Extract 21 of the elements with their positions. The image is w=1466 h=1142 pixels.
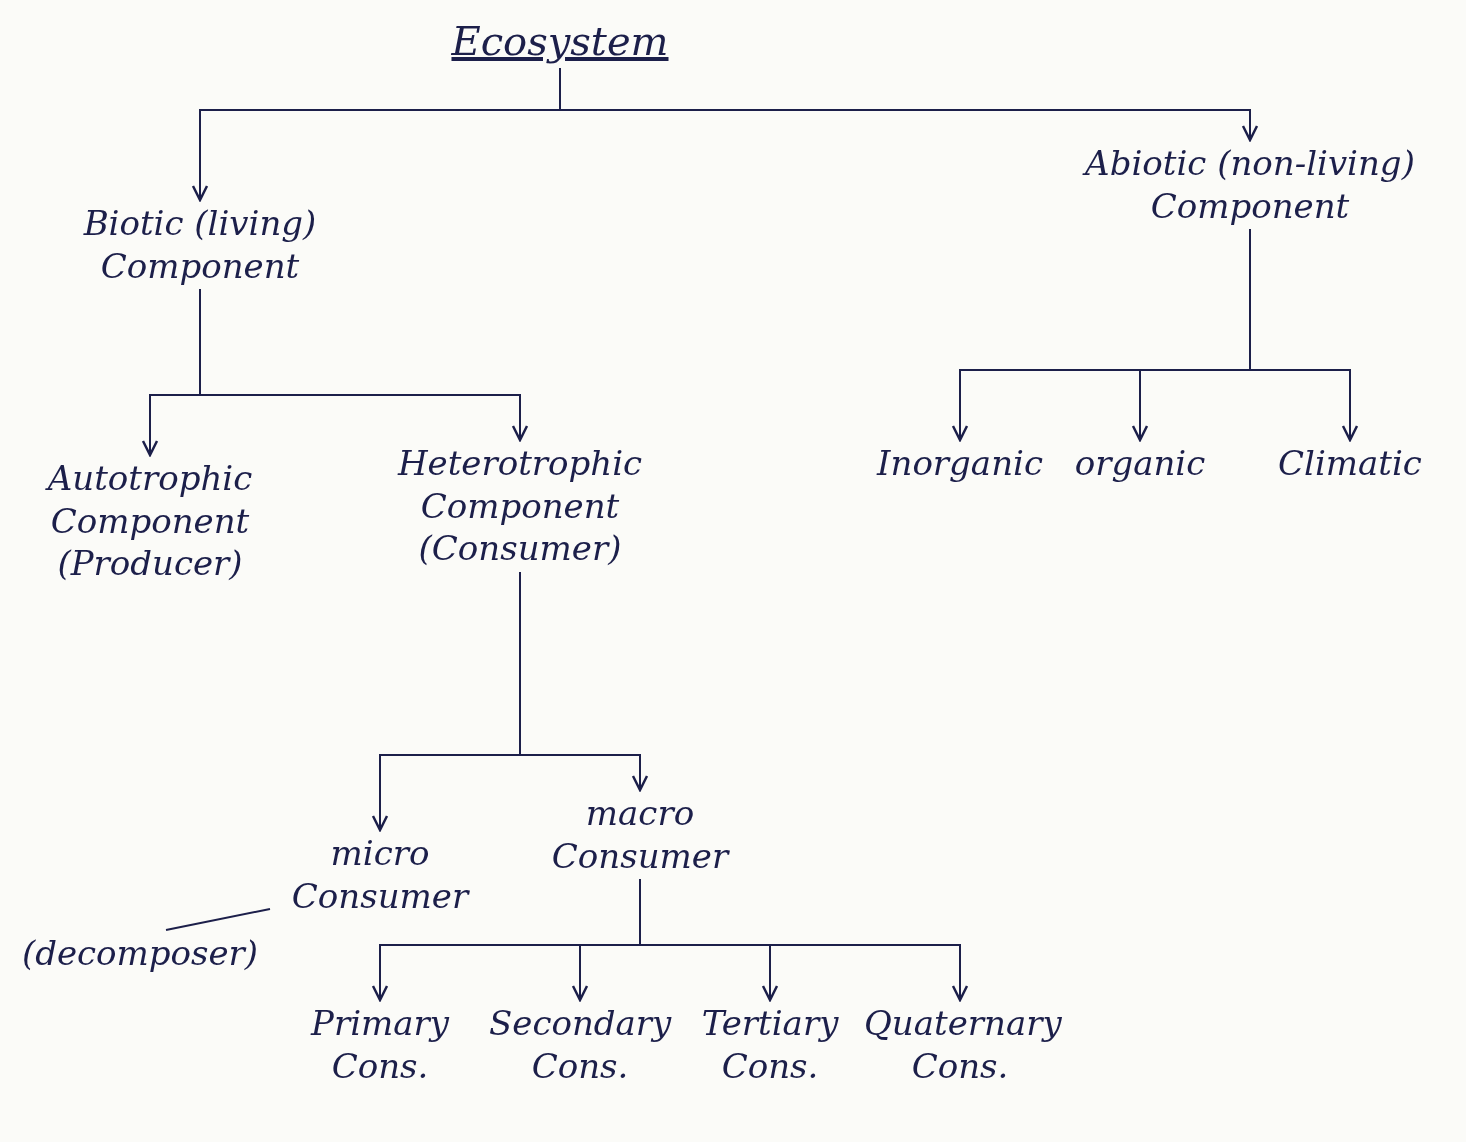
node-label: Quaternary Cons. xyxy=(860,1000,1060,1089)
node-label: organic xyxy=(1060,440,1220,487)
arrow xyxy=(639,878,969,1002)
node-label: (decomposer) xyxy=(10,930,270,977)
node-label: Tertiary Cons. xyxy=(680,1000,860,1089)
arrow xyxy=(199,288,529,442)
arrow xyxy=(519,571,649,792)
connector-line xyxy=(165,908,271,931)
node-label: Abiotic (non-living) Component xyxy=(1070,140,1430,229)
node-label: Secondary Cons. xyxy=(485,1000,675,1089)
node-label: Autotrophic Component (Producer) xyxy=(5,455,295,587)
node-label: micro Consumer xyxy=(260,830,500,919)
arrow xyxy=(1249,228,1359,442)
node-label: Biotic (living) Component xyxy=(50,200,350,289)
arrow xyxy=(559,67,1259,142)
node-label: Heterotrophic Component (Consumer) xyxy=(375,440,665,572)
node-label: Primary Cons. xyxy=(290,1000,470,1089)
node-label: Inorganic xyxy=(865,440,1055,487)
title-label: Ecosystem xyxy=(430,14,690,68)
node-label: macro Consumer xyxy=(520,790,760,879)
node-label: Climatic xyxy=(1260,440,1440,487)
